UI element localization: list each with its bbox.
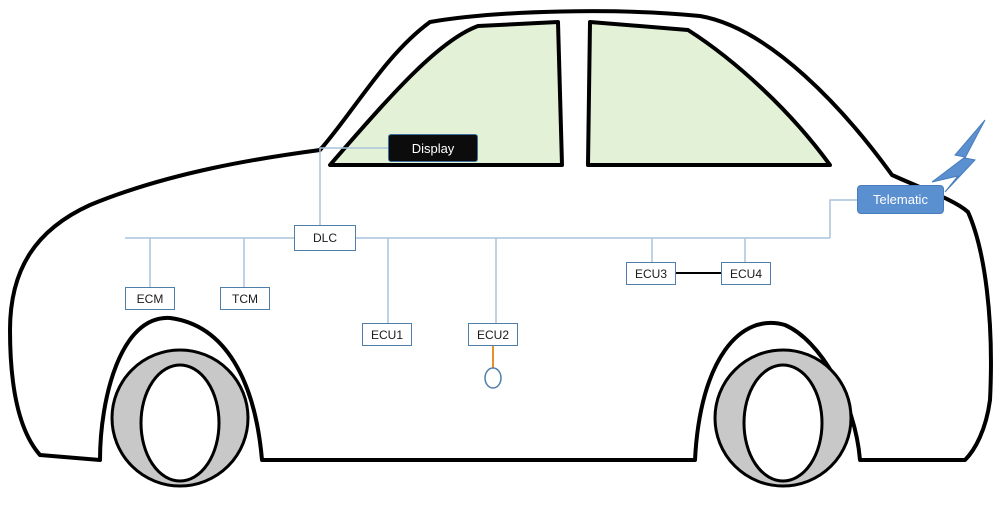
tcm-box: TCM bbox=[220, 287, 270, 310]
dlc-box: DLC bbox=[294, 225, 356, 251]
rear-wheel bbox=[713, 348, 853, 488]
can-bus-lines bbox=[125, 147, 858, 323]
front-window bbox=[328, 20, 564, 167]
lightning-bolt-icon bbox=[931, 119, 986, 193]
bus-to-telematic bbox=[829, 199, 858, 238]
rear-window bbox=[586, 20, 832, 167]
ecu1-box: ECU1 bbox=[362, 323, 412, 346]
telematic-box: Telematic bbox=[857, 185, 944, 214]
ecu3-box: ECU3 bbox=[626, 262, 676, 285]
ecu4-box: ECU4 bbox=[721, 262, 771, 285]
front-wheel bbox=[110, 348, 250, 488]
ecm-box: ECM bbox=[125, 287, 175, 310]
display-box: Display bbox=[388, 134, 478, 162]
ecu2-box: ECU2 bbox=[468, 323, 518, 346]
ellipse-sensor-icon bbox=[484, 367, 502, 389]
